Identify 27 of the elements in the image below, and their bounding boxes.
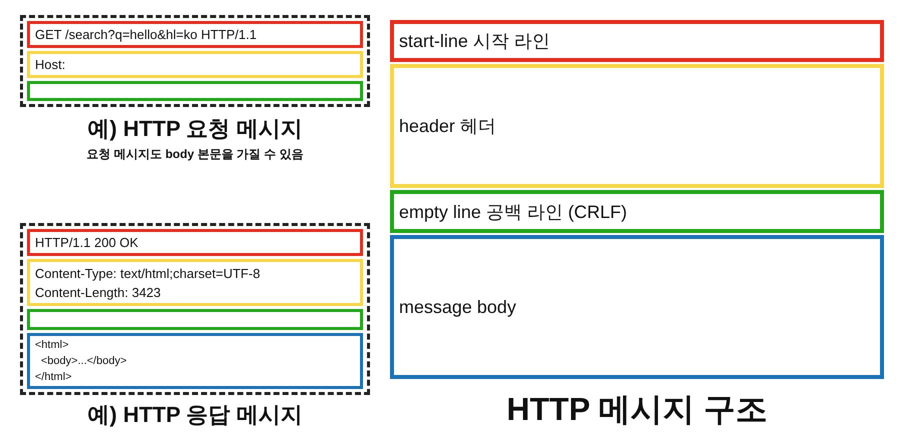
message-text: empty line 공백 라인 (CRLF): [399, 200, 628, 224]
message-part-box: [390, 190, 884, 233]
message-part-box: [27, 229, 363, 256]
message-part-box: [27, 51, 363, 78]
message-text: header 헤더: [399, 115, 496, 138]
message-part-box: [27, 21, 363, 48]
message-text: HTTP/1.1 200 OK: [35, 235, 138, 250]
message-part-box: [390, 235, 884, 379]
message-part-box: [27, 259, 363, 306]
message-text: </html>: [35, 370, 72, 385]
message-text: message body: [399, 296, 516, 318]
message-frame: [20, 223, 370, 395]
message-text: Content-Type: text/html;charset=UTF-8: [35, 264, 260, 282]
message-text: <body>...</body>: [41, 354, 127, 369]
message-part-box: [390, 64, 884, 188]
message-caption: 예) HTTP 응답 메시지: [86, 401, 304, 429]
message-frame: [20, 15, 370, 107]
diagram-caption: HTTP 메시지 구조: [506, 390, 768, 429]
message-text: Content-Length: 3423: [35, 284, 161, 302]
message-text: <html>: [35, 338, 69, 353]
caption-note: 요청 메시지도 body 본문을 가질 수 있음: [86, 146, 304, 163]
message-text: Host:: [35, 57, 66, 72]
message-part-box: [27, 333, 363, 389]
message-part-box: [390, 20, 884, 62]
message-text: start-line 시작 라인: [399, 30, 550, 53]
message-caption: 예) HTTP 요청 메시지: [86, 115, 304, 143]
message-text: GET /search?q=hello&hl=ko HTTP/1.1: [35, 27, 257, 42]
